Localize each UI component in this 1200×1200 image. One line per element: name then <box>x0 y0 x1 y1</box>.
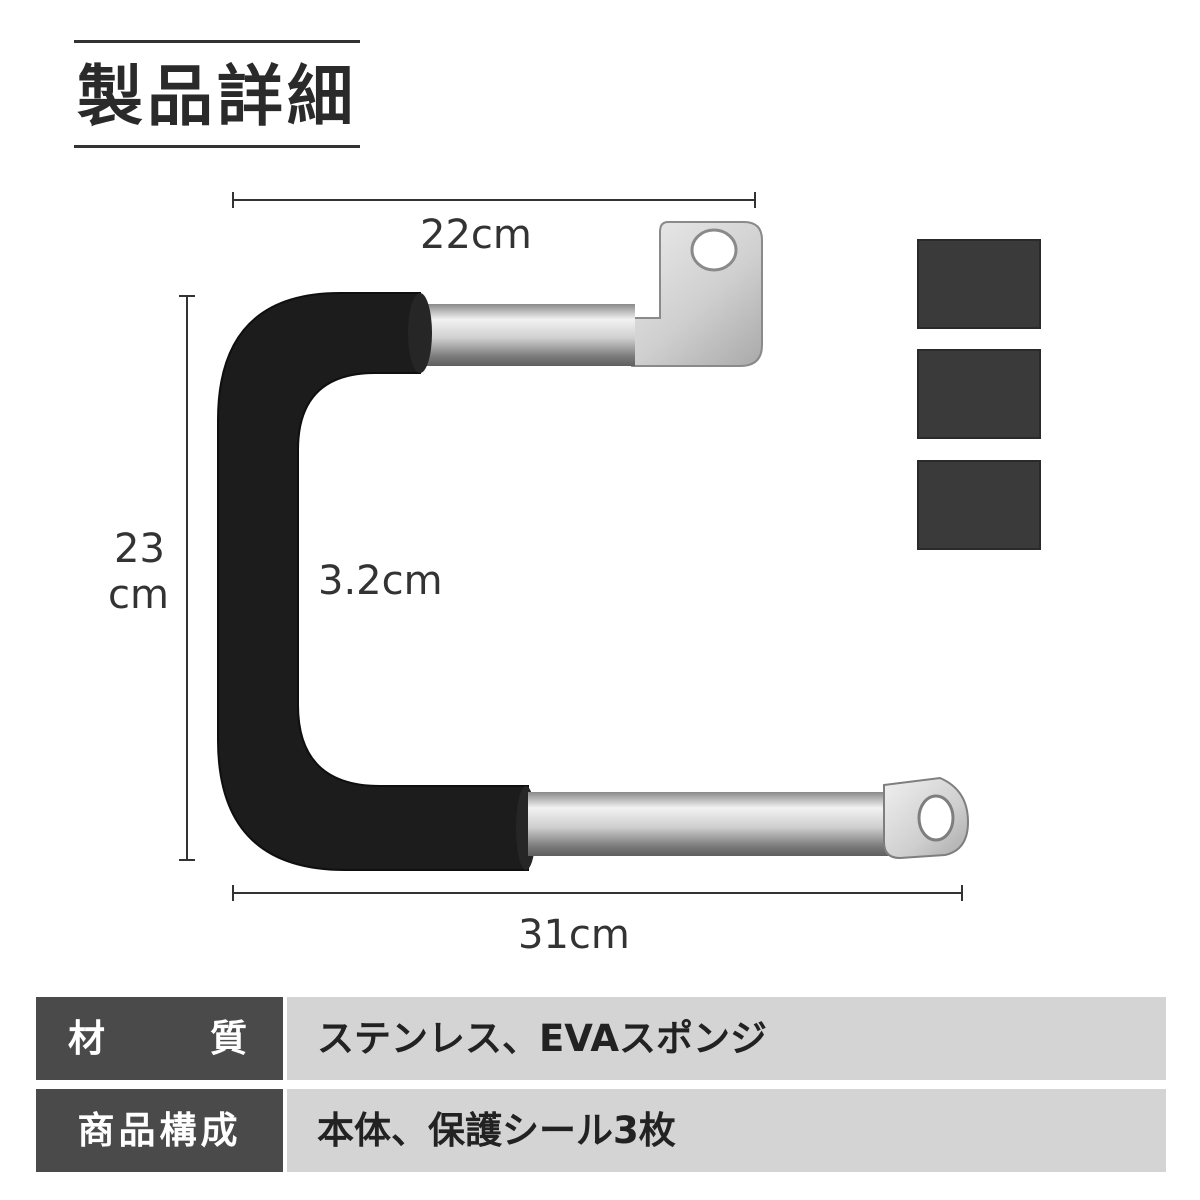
height-label-number: 23 <box>114 526 165 572</box>
spec-value: ステンレス、EVAスポンジ <box>287 997 1166 1080</box>
spec-key: 商品構成 <box>36 1089 283 1172</box>
product-illustration <box>179 192 1041 901</box>
bottom-eyelet <box>883 776 970 860</box>
protective-pad-3 <box>917 460 1041 550</box>
spec-value: 本体、保護シール3枚 <box>287 1089 1166 1172</box>
title-bottom-rule <box>74 145 360 148</box>
thickness-label: 3.2cm <box>318 558 443 604</box>
dimension-line-top <box>232 192 756 208</box>
bottom-steel-rod <box>528 792 908 856</box>
foam-grip <box>217 292 529 871</box>
width-bottom-label: 31cm <box>518 912 630 958</box>
spec-row-material: 材 質 ステンレス、EVAスポンジ <box>36 997 1166 1080</box>
width-top-label: 22cm <box>420 212 532 258</box>
spec-key: 材 質 <box>36 997 283 1080</box>
title-top-rule <box>74 40 360 43</box>
spec-row-contents: 商品構成 本体、保護シール3枚 <box>36 1089 1166 1172</box>
protective-pad-2 <box>917 349 1041 439</box>
dimension-line-height <box>179 295 195 861</box>
dimension-line-bottom <box>232 885 963 901</box>
page-title: 製品詳細 <box>77 58 357 135</box>
height-label-unit: cm <box>108 572 169 618</box>
protective-pad-1 <box>917 239 1041 329</box>
top-steel-rod <box>405 304 635 366</box>
